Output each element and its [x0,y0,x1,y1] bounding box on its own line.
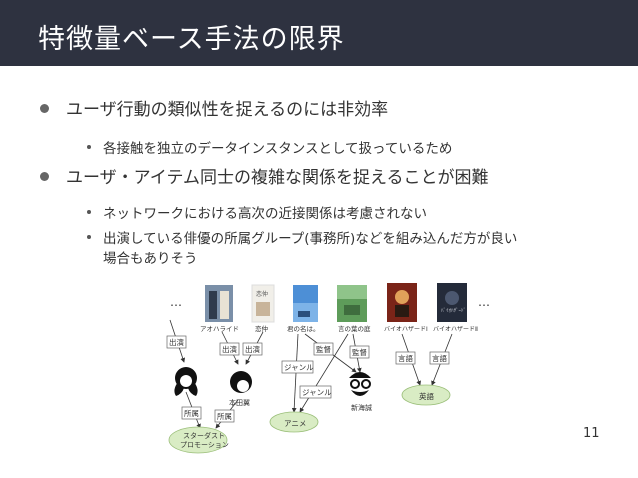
svg-text:ﾊﾞｲｵﾊｻﾞｰﾄﾞ: ﾊﾞｲｵﾊｻﾞｰﾄﾞ [441,307,466,314]
edge-label-language: 言語 [429,351,450,365]
sub-bullet-dot [87,145,91,149]
poster-caption: 君の名は。 [287,324,320,333]
svg-text:プロモーション: プロモーション [180,441,229,449]
svg-text:ジャンル: ジャンル [302,388,332,397]
svg-text:アニメ: アニメ [284,419,306,428]
edge-label-genre: ジャンル [281,360,314,374]
ellipsis-right: … [478,295,490,309]
edge-label-director: 監督 [313,342,334,356]
svg-text:英語: 英語 [419,391,434,401]
svg-text:出演: 出演 [169,337,184,347]
edge-label-cast: 出演 [166,335,187,349]
sub-bullet-dot [87,235,91,239]
bullet-2-sub-2: 出演している俳優の所属グループ(事務所)などを組み込んだ方が良い [103,231,518,247]
poster-kotonoha [337,285,367,322]
svg-text:所属: 所属 [184,408,199,418]
sub-bullet-dot [87,210,91,214]
node-agency: スターダスト プロモーション [168,426,229,454]
svg-text:言語: 言語 [432,353,447,363]
svg-text:スターダスト: スターダスト [183,431,225,440]
svg-text:恋仲: 恋仲 [256,290,268,298]
svg-text:ジャンル: ジャンル [284,363,314,372]
edge-label-cast: 出演 [242,342,263,356]
man-silhouette-icon [230,371,252,393]
edge-label-director: 監督 [349,345,370,359]
bullet-2-sub-1: ネットワークにおける高次の近接関係は考慮されない [103,206,427,222]
poster-koinaka: 恋仲 [251,284,275,323]
person-name-honda: 本田翼 [229,398,250,407]
bullet-1: ユーザ行動の類似性を捉えるのには非効率 [66,100,389,120]
svg-text:言語: 言語 [398,353,413,363]
edge-label-cast: 出演 [219,342,240,356]
bullet-dot [40,172,49,181]
bullet-dot [40,104,49,113]
edge-label-language: 言語 [395,351,416,365]
person-name-shinkai: 新海誠 [351,403,372,412]
poster-caption: バイオハザードⅡ [433,326,478,333]
node-english: 英語 [401,384,451,406]
poster-aoharaido [205,285,233,322]
edge-label-belongs: 所属 [181,406,202,420]
svg-text:所属: 所属 [217,411,232,421]
glasses-man-icon [349,372,371,396]
poster-caption: バイオハザードⅠ [384,326,428,333]
poster-caption: 言の葉の庭 [338,324,371,333]
edge-label-genre: ジャンル [299,385,332,399]
svg-text:出演: 出演 [245,344,260,354]
poster-caption: アオハライド [200,325,239,333]
svg-text:監督: 監督 [352,347,367,357]
edge-label-belongs: 所属 [214,409,235,423]
node-anime: アニメ [269,411,319,433]
title-bar: 特徴量ベース手法の限界 [0,0,638,66]
bullet-1-sub-1: 各接触を独立のデータインスタンスとして扱っているため [103,141,453,157]
poster-kiminonawa [293,285,318,322]
svg-text:監督: 監督 [316,344,331,354]
svg-text:出演: 出演 [222,344,237,354]
poster-caption: 恋仲 [255,324,269,333]
page-number: 11 [583,426,600,441]
bullet-2-sub-2-cont: 場合もありそう [103,251,198,267]
slide-title: 特徴量ベース手法の限界 [38,24,345,55]
edges [169,319,453,429]
ellipsis-left: … [170,295,182,309]
bullet-2: ユーザ・アイテム同士の複雑な関係を捉えることが困難 [66,168,489,188]
poster-biohazard-1 [387,283,417,322]
woman-silhouette-icon [174,367,198,396]
poster-biohazard-2: ﾊﾞｲｵﾊｻﾞｰﾄﾞ [437,283,467,322]
